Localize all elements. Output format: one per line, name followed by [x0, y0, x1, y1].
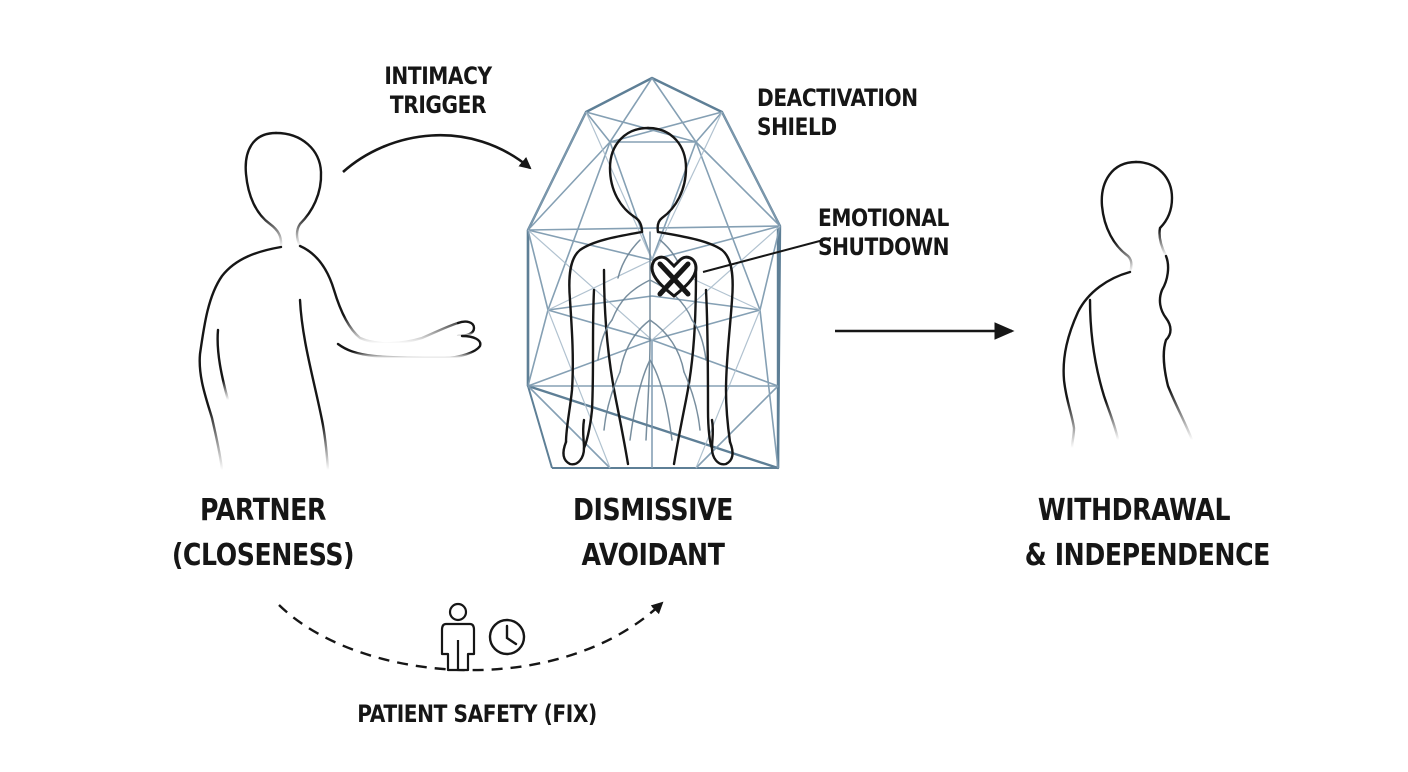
- patient-safety-label: PATIENT SAFETY (FIX): [351, 700, 603, 729]
- intimacy-trigger-line-1: INTIMACY: [384, 62, 492, 90]
- partner-line-2: (CLOSENESS): [171, 538, 355, 573]
- partner-figure-icon: [198, 131, 482, 472]
- intimacy-trigger-line-2: TRIGGER: [389, 90, 487, 119]
- deactivation-shield-line-1: DEACTIVATION: [757, 84, 918, 112]
- emotional-shutdown-line-1: EMOTIONAL: [818, 204, 949, 232]
- person-icon: [440, 602, 476, 672]
- partner-line-1: PARTNER: [200, 493, 326, 528]
- deactivation-shield-label: DEACTIVATION SHIELD: [757, 84, 925, 142]
- deactivation-shield-line-2: SHIELD: [757, 112, 837, 141]
- intimacy-trigger-label: INTIMACY TRIGGER: [379, 62, 497, 120]
- emotional-shutdown-leader: [702, 237, 832, 273]
- intimacy-trigger-arrow: [342, 133, 532, 173]
- crossed-heart-icon: [650, 255, 698, 298]
- dismissive-avoidant-label: DISMISSIVE AVOIDANT: [556, 488, 749, 578]
- vascular-lines-icon: [597, 231, 707, 441]
- partner-label: PARTNER (CLOSENESS): [166, 488, 359, 578]
- withdrawal-label: WITHDRAWAL & INDEPENDENCE: [1024, 488, 1271, 578]
- patient-safety-line: PATIENT SAFETY (FIX): [357, 700, 597, 728]
- dismissive-avoidant-line-1: DISMISSIVE: [573, 493, 733, 528]
- avoidant-figure-icon: [562, 126, 734, 466]
- withdrawal-line-2: & INDEPENDENCE: [1024, 538, 1271, 573]
- withdrawal-line-1: WITHDRAWAL: [1037, 493, 1231, 528]
- emotional-shutdown-line-2: SHUTDOWN: [818, 232, 950, 261]
- dismissive-avoidant-line-2: AVOIDANT: [581, 538, 725, 573]
- emotional-shutdown-label: EMOTIONAL SHUTDOWN: [818, 204, 969, 262]
- deactivation-shield-icon: [526, 76, 782, 470]
- clock-icon: [488, 618, 526, 656]
- withdrawn-figure-icon: [1062, 160, 1194, 450]
